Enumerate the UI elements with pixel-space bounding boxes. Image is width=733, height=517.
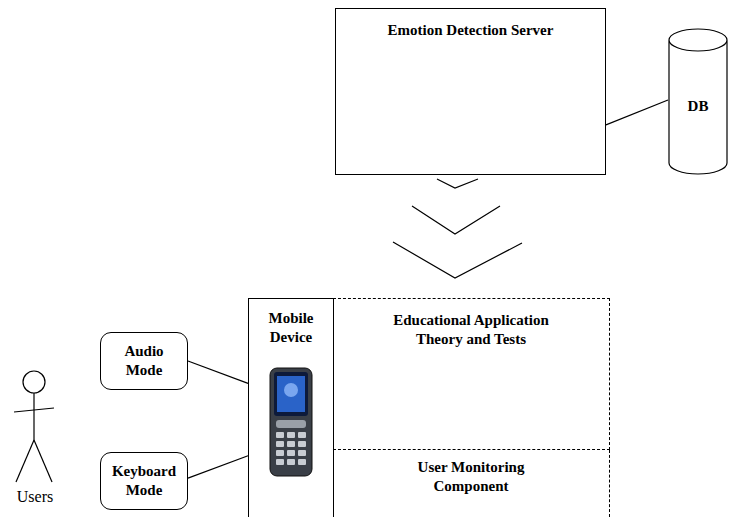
mode-box: Audio Mode — [100, 332, 188, 390]
node-label: DB — [688, 97, 709, 116]
node-label: Educational Application Theory and Tests — [371, 311, 571, 349]
connector-line — [188, 361, 248, 383]
device-box: Mobile Device — [248, 298, 334, 517]
phone-picture — [270, 368, 312, 476]
node-label: Keyboard Mode — [105, 462, 183, 500]
connector-line — [188, 456, 248, 478]
connector-line — [606, 100, 668, 125]
actor-label: Users — [10, 488, 60, 506]
node-label: User Monitoring Component — [391, 458, 551, 496]
user-figure — [14, 371, 54, 482]
server-box: Emotion Detection Server — [335, 8, 606, 175]
node-label: Emotion Detection Server — [388, 21, 554, 40]
database-cylinder: DB — [668, 28, 728, 175]
node-label: Mobile Device — [260, 309, 322, 347]
mode-box: Keyboard Mode — [100, 452, 188, 510]
node-label: Audio Mode — [114, 342, 174, 380]
wireless-signal — [393, 179, 522, 278]
application-region: Educational Application Theory and Tests — [333, 298, 610, 450]
monitoring-region: User Monitoring Component — [333, 450, 610, 517]
